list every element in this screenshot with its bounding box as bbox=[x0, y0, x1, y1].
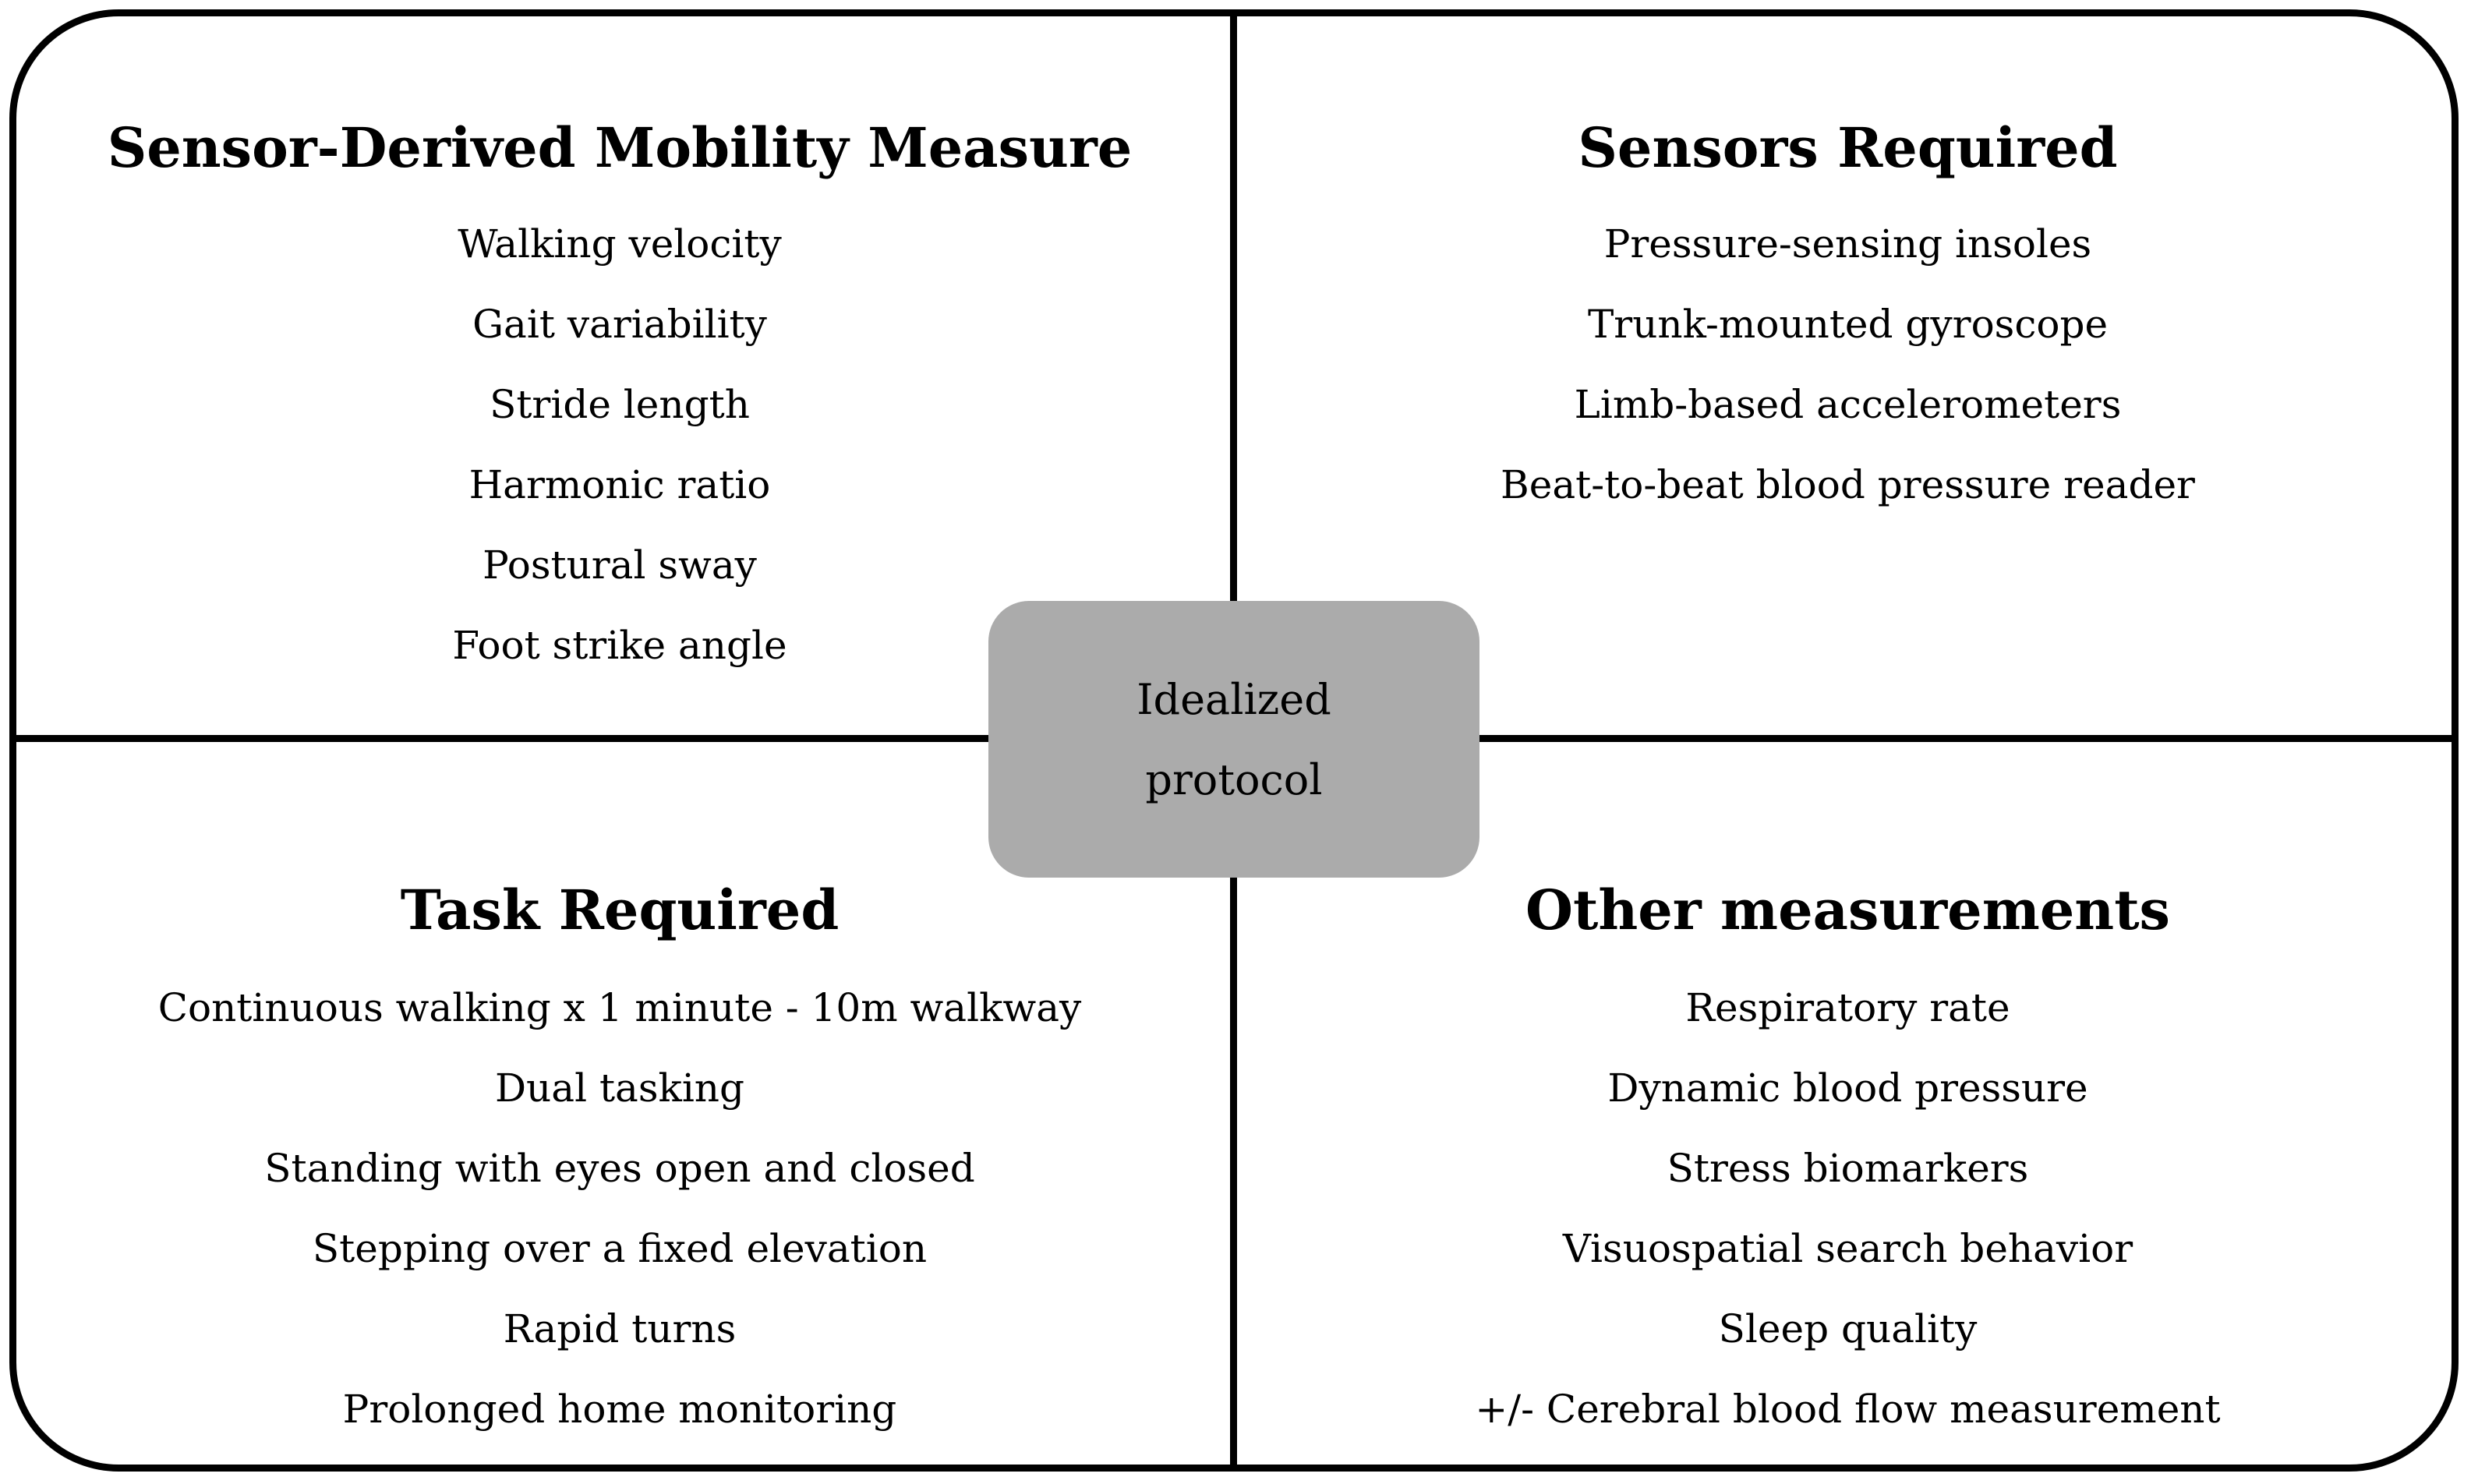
quadrant-sensor-derived-mobility-measure: Sensor-Derived Mobility Measure Walking … bbox=[9, 9, 1230, 735]
list-item: Stepping over a fixed elevation bbox=[312, 1226, 928, 1271]
center-box: Idealized protocol bbox=[988, 601, 1479, 878]
quadrant-title: Sensors Required bbox=[1578, 115, 2118, 180]
list-item: Dual tasking bbox=[494, 1065, 745, 1111]
list-item: Dynamic blood pressure bbox=[1607, 1065, 2088, 1111]
list-item: Stride length bbox=[490, 382, 750, 427]
list-item: Continuous walking x 1 minute - 10m walk… bbox=[157, 985, 1082, 1030]
list-item: Gait variability bbox=[472, 302, 767, 347]
quadrant-title: Task Required bbox=[400, 878, 840, 942]
quadrant-item-list: Walking velocity Gait variability Stride… bbox=[9, 204, 1230, 686]
quadrant-sensors-required: Sensors Required Pressure-sensing insole… bbox=[1237, 9, 2459, 735]
quadrant-item-list: Respiratory rate Dynamic blood pressure … bbox=[1237, 968, 2459, 1450]
center-box-label-line1: Idealized bbox=[1137, 674, 1331, 724]
list-item: Standing with eyes open and closed bbox=[264, 1146, 975, 1191]
quadrant-item-list: Pressure-sensing insoles Trunk-mounted g… bbox=[1237, 204, 2459, 525]
list-item: +/- Cerebral blood flow measurement bbox=[1475, 1387, 2221, 1432]
list-item: Walking velocity bbox=[458, 221, 782, 267]
list-item: Visuospatial search behavior bbox=[1562, 1226, 2133, 1271]
list-item: Beat-to-beat blood pressure reader bbox=[1501, 462, 2195, 507]
list-item: Foot strike angle bbox=[452, 623, 787, 668]
quadrant-title: Other measurements bbox=[1525, 878, 2170, 942]
list-item: Postural sway bbox=[483, 542, 757, 588]
list-item: Harmonic ratio bbox=[468, 462, 771, 507]
list-item: Limb-based accelerometers bbox=[1574, 382, 2122, 427]
list-item: Pressure-sensing insoles bbox=[1603, 221, 2092, 267]
list-item: Rapid turns bbox=[503, 1306, 737, 1352]
quadrant-other-measurements: Other measurements Respiratory rate Dyna… bbox=[1237, 742, 2459, 1472]
list-item: Respiratory rate bbox=[1685, 985, 2010, 1030]
quadrant-task-required: Task Required Continuous walking x 1 min… bbox=[9, 742, 1230, 1472]
quadrant-title: Sensor-Derived Mobility Measure bbox=[107, 115, 1133, 180]
list-item: Stress biomarkers bbox=[1667, 1146, 2029, 1191]
center-box-label-line2: protocol bbox=[1145, 754, 1323, 804]
quadrant-item-list: Continuous walking x 1 minute - 10m walk… bbox=[9, 968, 1230, 1450]
list-item: Prolonged home monitoring bbox=[342, 1387, 897, 1432]
list-item: Trunk-mounted gyroscope bbox=[1587, 302, 2109, 347]
list-item: Sleep quality bbox=[1718, 1306, 1978, 1352]
